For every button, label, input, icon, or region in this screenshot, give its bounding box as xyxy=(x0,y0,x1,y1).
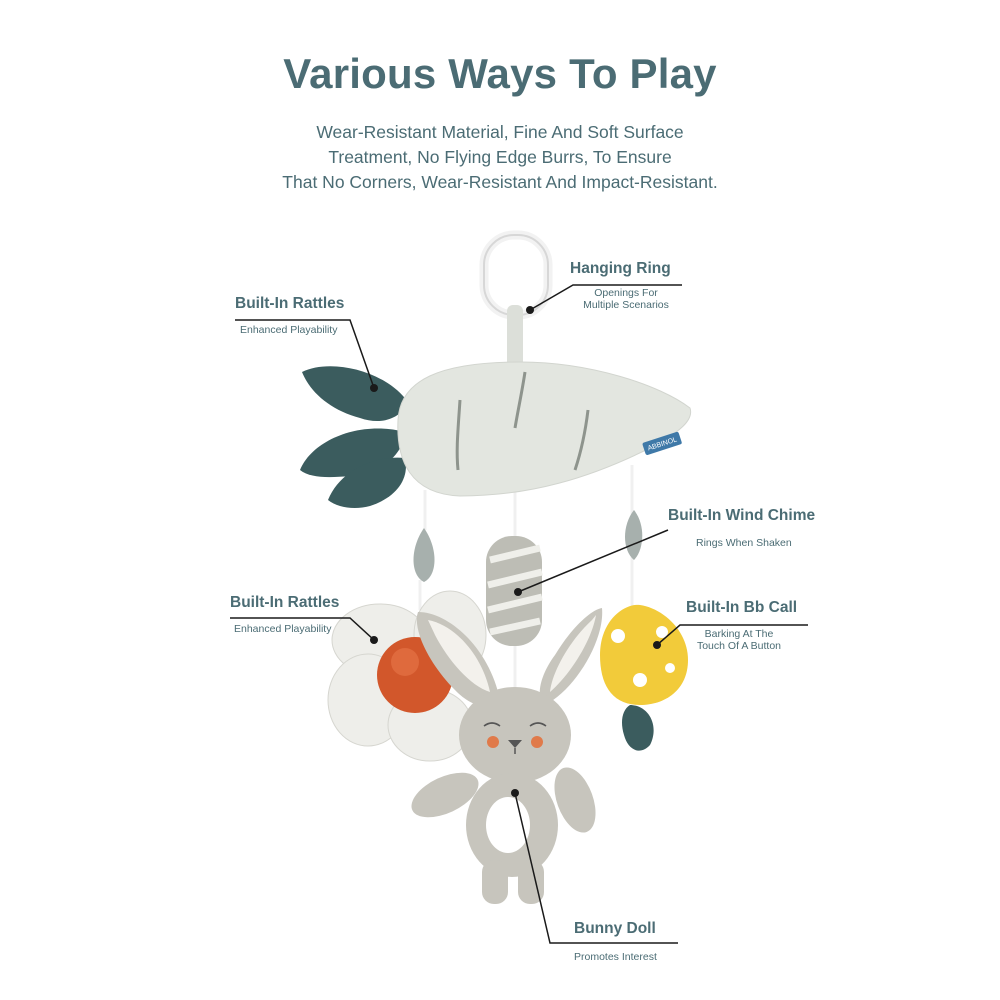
leaf-charms xyxy=(413,510,643,582)
page-subtitle: Wear-Resistant Material, Fine And Soft S… xyxy=(200,120,800,195)
callout-title: Built-In Bb Call xyxy=(686,599,798,616)
callout-title: Built-In Wind Chime xyxy=(668,507,816,524)
callout-description: Promotes Interest xyxy=(574,951,678,963)
callout-title: Built-In Rattles xyxy=(235,295,345,312)
carrot-body: ABBINOL xyxy=(397,361,692,497)
callout-lines xyxy=(230,284,808,944)
callout-description: Enhanced Playability xyxy=(234,623,350,635)
callout-description: Enhanced Playability xyxy=(240,324,350,336)
subtitle-line: Treatment, No Flying Edge Burrs, To Ensu… xyxy=(328,147,672,167)
callout-bunny-doll: Bunny Doll Promotes Interest xyxy=(574,920,678,963)
description-line: Touch Of A Button xyxy=(696,640,782,652)
description-line: Rings When Shaken xyxy=(696,537,792,549)
hanging-ring xyxy=(479,230,553,367)
carrot-leaves xyxy=(300,366,408,508)
subtitle-line: Wear-Resistant Material, Fine And Soft S… xyxy=(316,122,684,142)
description-line: Promotes Interest xyxy=(574,951,657,963)
mushroom-charm xyxy=(600,604,688,751)
description-line: Openings For xyxy=(594,287,658,299)
subtitle-line: That No Corners, Wear-Resistant And Impa… xyxy=(282,172,718,192)
callout-wind-chime: Built-In Wind Chime Rings When Shaken xyxy=(668,507,828,549)
callout-bb-call: Built-In Bb Call Barking At The Touch Of… xyxy=(686,599,808,652)
callout-rattles-top: Built-In Rattles Enhanced Playability xyxy=(235,295,350,336)
callout-description: Rings When Shaken xyxy=(696,537,828,549)
description-line: Enhanced Playability xyxy=(234,623,332,635)
wind-chime-charm xyxy=(486,536,543,646)
description-line: Multiple Scenarios xyxy=(583,299,669,311)
description-line: Enhanced Playability xyxy=(240,324,338,336)
description-line: Barking At The xyxy=(704,628,774,640)
bunny-doll xyxy=(411,608,603,904)
callout-title: Hanging Ring xyxy=(570,260,671,277)
callout-description: Barking At The Touch Of A Button xyxy=(670,628,808,652)
callout-title: Bunny Doll xyxy=(574,920,656,937)
callout-dots xyxy=(370,306,661,797)
callout-hanging-ring: Hanging Ring Openings For Multiple Scena… xyxy=(570,260,682,311)
callout-description: Openings For Multiple Scenarios xyxy=(570,287,682,311)
callout-rattles-flower: Built-In Rattles Enhanced Playability xyxy=(230,594,350,635)
page-title: Various Ways To Play xyxy=(283,50,717,97)
callout-title: Built-In Rattles xyxy=(230,594,340,611)
